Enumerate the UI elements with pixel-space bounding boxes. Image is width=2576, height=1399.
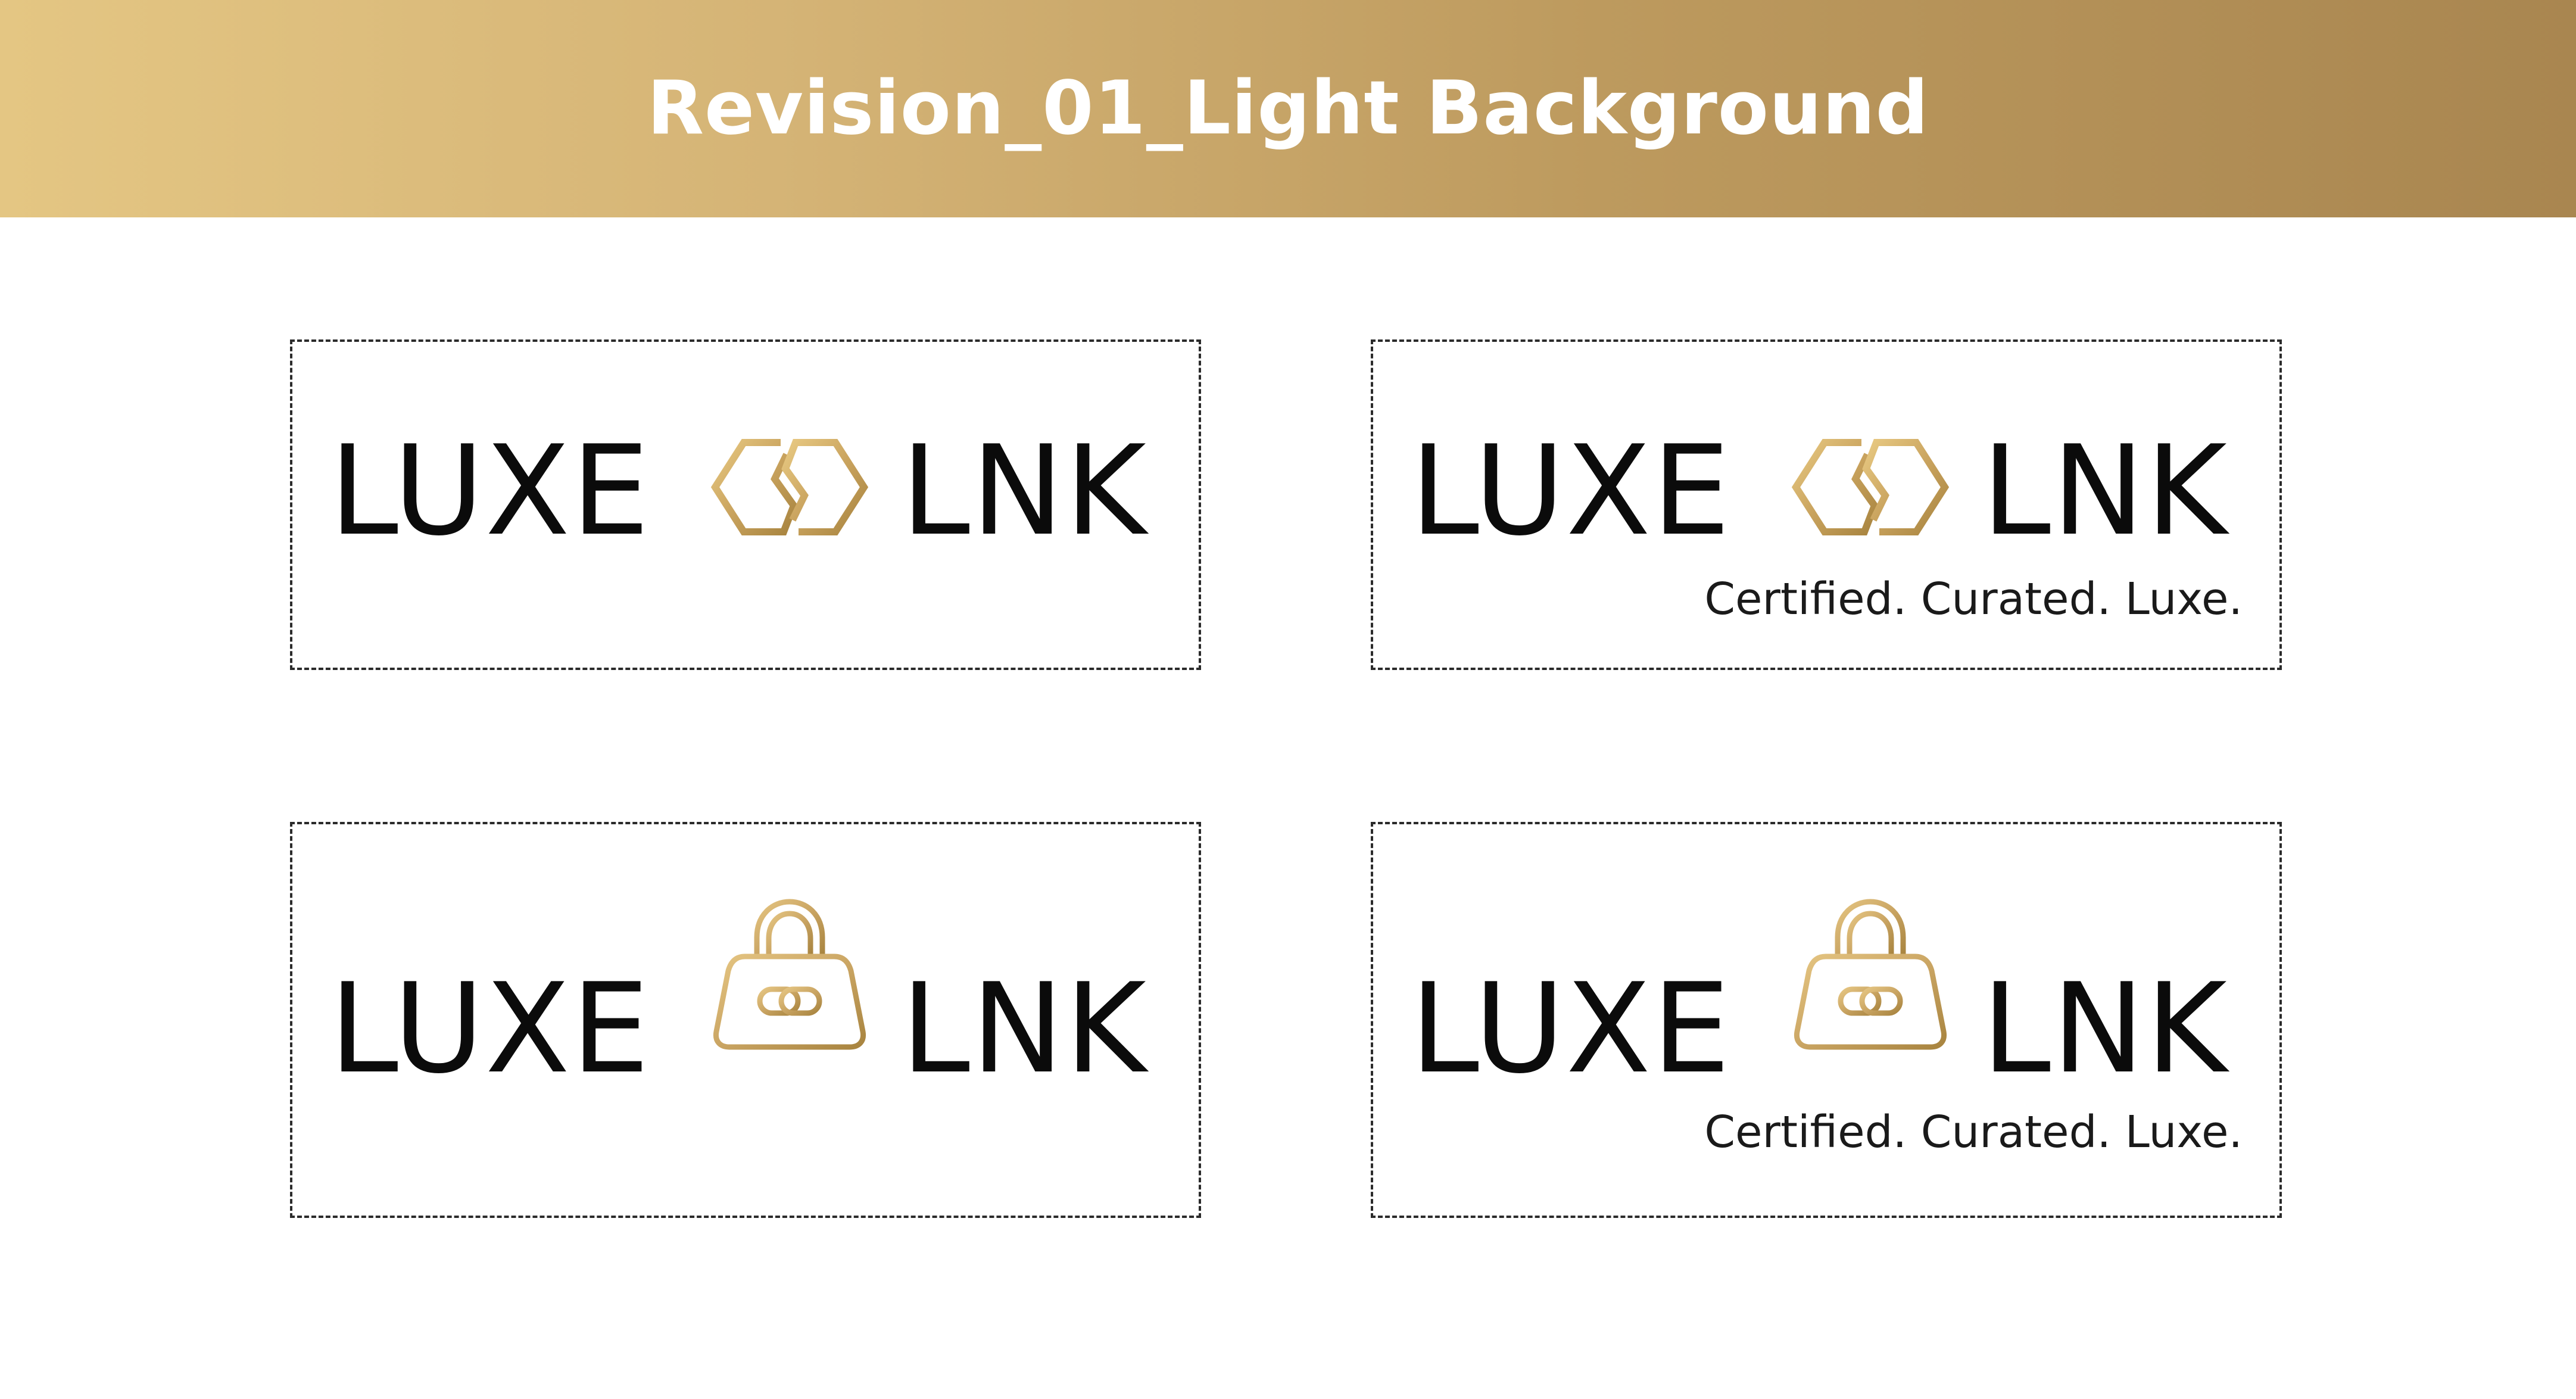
logo-panel-hexagon-tagline: LUXE LNK Certified. Curated. Luxe. [1371,339,2282,670]
logo-panel-handbag-tagline: LUXE LNK Certified. Curated. Luxe. [1371,822,2282,1218]
tagline: Certified. Curated. Luxe. [1704,1107,2243,1158]
page-title: Revision_01_Light Background [647,66,1929,151]
handbag-link-icon [710,897,869,1052]
wordmark-luxe: LUXE [1410,957,1732,1101]
header-banner: Revision_01_Light Background [0,0,2576,217]
hexagon-link-icon [1790,434,1951,540]
logo-panel-handbag: LUXE LNK [290,822,1201,1218]
wordmark-lnk: LNK [1982,957,2228,1101]
logo-panel-hexagon: LUXE LNK [290,339,1201,670]
wordmark-luxe: LUXE [1410,419,1732,563]
wordmark-lnk: LNK [1982,419,2228,563]
wordmark-luxe: LUXE [329,419,651,563]
wordmark-lnk: LNK [901,957,1147,1101]
wordmark-luxe: LUXE [329,957,651,1101]
hexagon-link-icon [709,434,870,540]
wordmark-lnk: LNK [901,419,1147,563]
tagline: Certified. Curated. Luxe. [1704,574,2243,625]
handbag-link-icon [1791,897,1950,1052]
